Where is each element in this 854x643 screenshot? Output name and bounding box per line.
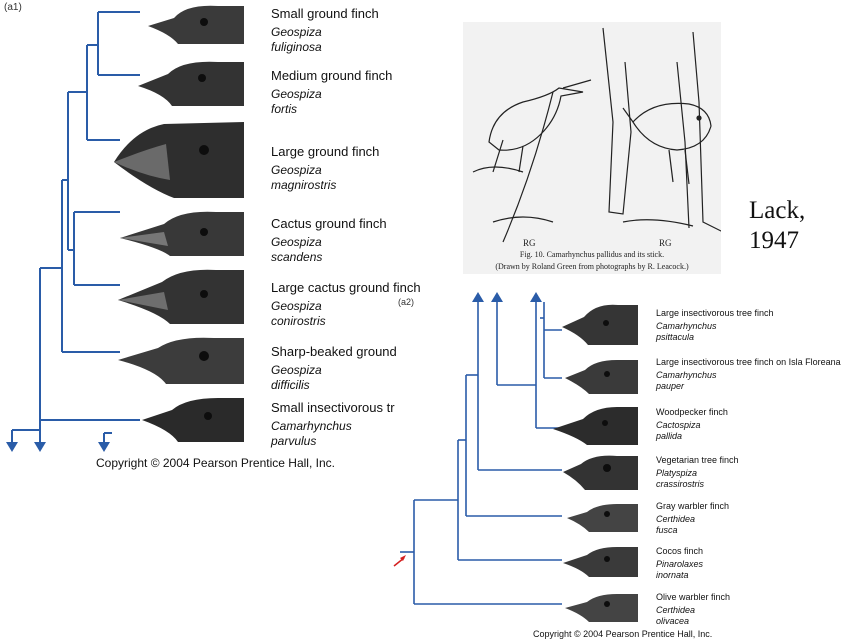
sketch-drawing: RG RG bbox=[472, 27, 724, 248]
species: scandens bbox=[271, 250, 323, 264]
common-name: Gray warbler finch bbox=[656, 501, 730, 511]
species: magnirostris bbox=[271, 178, 337, 192]
finch-label-a2-1: Large insectivorous tree finch on Isla F… bbox=[656, 357, 841, 392]
common-name: Large insectivorous tree finch bbox=[656, 308, 774, 318]
common-name: Cactus ground finch bbox=[271, 216, 387, 231]
signature-right: RG bbox=[659, 238, 672, 248]
genus: Geospiza bbox=[271, 163, 322, 177]
finch-head-small-ground bbox=[148, 4, 244, 44]
genus: Camarhynchus bbox=[656, 370, 717, 380]
common-name: Large ground finch bbox=[271, 144, 380, 159]
panel-a1-label: (a1) bbox=[4, 2, 22, 13]
citation: Lack, 1947 bbox=[749, 196, 805, 256]
finch-label-a1-1: Medium ground finch Geospiza fortis bbox=[271, 68, 392, 117]
common-name: Medium ground finch bbox=[271, 68, 393, 83]
citation-year: 1947 bbox=[749, 227, 799, 254]
arrowhead bbox=[34, 442, 46, 452]
arrowhead bbox=[472, 292, 484, 302]
genus: Camarhynchus bbox=[656, 321, 717, 331]
copyright-a1: Copyright © 2004 Pearson Prentice Hall, … bbox=[96, 456, 335, 470]
finch-head-large-insectivorous-tree bbox=[562, 303, 638, 345]
finch-label-a2-0: Large insectivorous tree finch Camarhync… bbox=[656, 308, 774, 343]
species: difficilis bbox=[271, 378, 310, 392]
species: pauper bbox=[656, 381, 685, 391]
finch-label-a2-2: Woodpecker finch Cactospiza pallida bbox=[656, 407, 728, 442]
species: parvulus bbox=[271, 434, 317, 448]
arrowhead bbox=[491, 292, 503, 302]
genus: Geospiza bbox=[271, 363, 322, 377]
finch-label-a1-0: Small ground finch Geospiza fuliginosa bbox=[271, 6, 379, 55]
finch-head-large-cactus-ground bbox=[118, 268, 244, 324]
illustration-caption: Fig. 10. Camarhynchus pallidus and its s… bbox=[519, 250, 665, 259]
finch-label-a2-4: Gray warbler finch Certhidea fusca bbox=[656, 501, 729, 536]
species: inornata bbox=[656, 570, 689, 580]
finch-head-medium-ground bbox=[138, 60, 244, 106]
genus: Pinarolaxes bbox=[656, 559, 704, 569]
finch-label-a1-3: Cactus ground finch Geospiza scandens bbox=[271, 216, 387, 265]
root-marker-arrow bbox=[393, 555, 406, 567]
finch-head-gray-warbler bbox=[567, 502, 638, 532]
tree-a1-arrowheads bbox=[6, 442, 110, 452]
genus: Geospiza bbox=[271, 235, 322, 249]
illustration-panel: RG RG Fig. 10. Camarhynchus pallidus and… bbox=[463, 22, 724, 274]
genus: Geospiza bbox=[271, 299, 322, 313]
species: crassirostris bbox=[656, 479, 705, 489]
common-name: Large insectivorous tree finch on Isla F… bbox=[656, 357, 841, 367]
copyright-a2: Copyright © 2004 Pearson Prentice Hall, … bbox=[533, 629, 713, 639]
genus: Certhidea bbox=[656, 514, 696, 524]
finch-head-sharp-beaked-ground bbox=[118, 336, 244, 384]
genus: Certhidea bbox=[656, 605, 696, 615]
tree-a2-arrowheads bbox=[472, 292, 542, 302]
arrowhead bbox=[98, 442, 110, 452]
genus: Platyspiza bbox=[656, 468, 698, 478]
common-name: Woodpecker finch bbox=[656, 407, 728, 417]
genus: Camarhynchus bbox=[271, 419, 352, 433]
illustration-credit: (Drawn by Roland Green from photographs … bbox=[495, 262, 689, 271]
genus: Geospiza bbox=[271, 87, 322, 101]
finch-head-woodpecker bbox=[553, 405, 638, 445]
species: fuliginosa bbox=[271, 40, 322, 54]
finch-label-a2-5: Cocos finch Pinarolaxes inornata bbox=[656, 546, 703, 581]
citation-author: Lack, bbox=[749, 197, 806, 224]
finch-label-a1-5: Sharp-beaked ground Geospiza difficilis bbox=[271, 344, 397, 393]
common-name: Olive warbler finch bbox=[656, 592, 731, 602]
species: olivacea bbox=[656, 616, 690, 626]
common-name: Cocos finch bbox=[656, 546, 704, 556]
genus: Cactospiza bbox=[656, 420, 701, 430]
species: conirostris bbox=[271, 314, 326, 328]
finch-label-a1-2: Large ground finch Geospiza magnirostris bbox=[271, 144, 379, 193]
finch-head-cactus-ground bbox=[120, 210, 244, 256]
finch-head-vegetarian bbox=[563, 454, 638, 490]
species: psittacula bbox=[656, 332, 695, 342]
species: pallida bbox=[656, 431, 683, 441]
common-name: Sharp-beaked ground bbox=[271, 344, 397, 359]
tree-a1-branches bbox=[11, 11, 140, 445]
common-name: Small ground finch bbox=[271, 6, 379, 21]
finch-head-small-insectivorous-tree bbox=[142, 396, 244, 442]
finch-label-a1-4: Large cactus ground finch Geospiza conir… bbox=[271, 280, 421, 329]
species: fortis bbox=[271, 102, 298, 116]
finch-head-large-ground bbox=[114, 120, 244, 198]
finch-head-floreana-tree bbox=[565, 358, 638, 394]
common-name: Large cactus ground finch bbox=[271, 280, 421, 295]
common-name: Small insectivorous tr bbox=[271, 400, 395, 415]
signature-left: RG bbox=[523, 238, 536, 248]
species: fusca bbox=[656, 525, 678, 535]
finch-head-olive-warbler bbox=[565, 592, 638, 622]
arrowhead bbox=[530, 292, 542, 302]
tree-a2-branches bbox=[400, 302, 562, 605]
panel-a2-label: (a2) bbox=[398, 297, 415, 307]
common-name: Vegetarian tree finch bbox=[656, 455, 739, 465]
finch-label-a2-6: Olive warbler finch Certhidea olivacea bbox=[656, 592, 730, 627]
finch-label-a1-6: Small insectivorous tr Camarhynchus parv… bbox=[271, 400, 395, 449]
genus: Geospiza bbox=[271, 25, 322, 39]
finch-head-cocos bbox=[563, 545, 638, 577]
finch-label-a2-3: Vegetarian tree finch Platyspiza crassir… bbox=[656, 455, 739, 490]
arrowhead bbox=[6, 442, 18, 452]
